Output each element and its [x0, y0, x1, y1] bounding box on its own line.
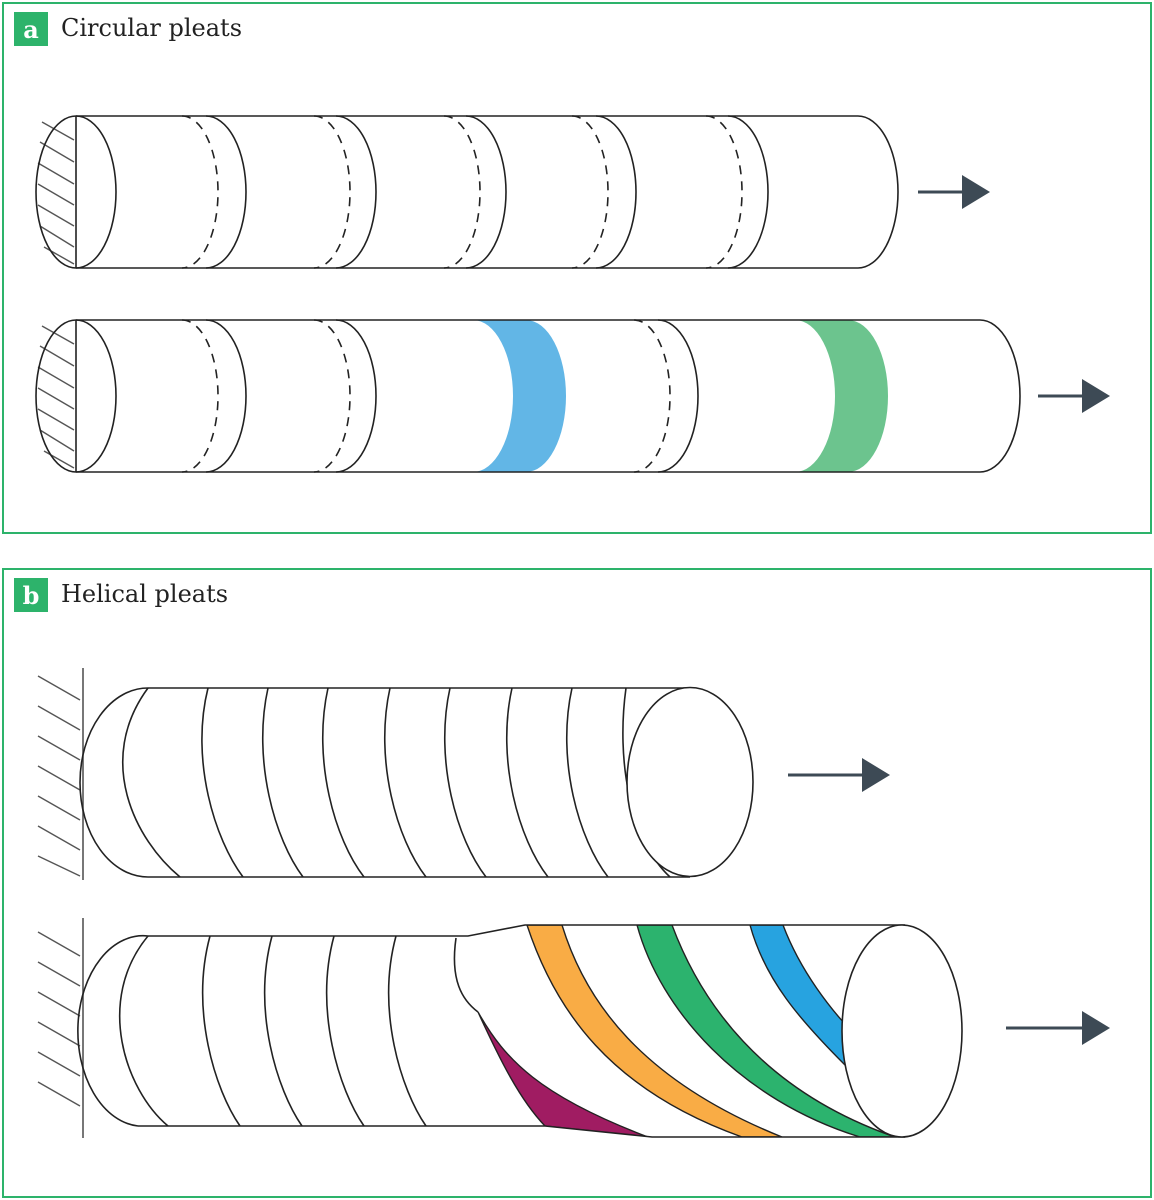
fixed-end-hatching: [37, 121, 75, 265]
helical-tube-2: [37, 918, 963, 1138]
panel-title-b: Helical pleats: [61, 580, 229, 608]
tube-end-right: [841, 924, 963, 1138]
panel-letter-b: b: [14, 578, 48, 612]
tube-end-right: [626, 686, 754, 878]
tube-outline: [76, 319, 1021, 473]
wall-hatching: [37, 675, 81, 877]
tube-outline: [76, 115, 899, 269]
circular-tube-1: [35, 115, 899, 269]
green-stretched-band: [795, 320, 888, 472]
panel-letter-a: a: [14, 12, 48, 46]
tube-end-left: [77, 934, 149, 1127]
pull-arrow-a1: [918, 175, 990, 209]
circular-tube-2: [35, 319, 1021, 473]
helical-tube-1: [37, 668, 754, 880]
panel-title-a: Circular pleats: [61, 14, 243, 42]
pleat-rings: [181, 319, 699, 473]
panel-helical-pleats: b Helical pleats: [2, 568, 1152, 1198]
pull-arrow-a2: [1038, 379, 1110, 413]
panel-circular-pleats: a Circular pleats: [2, 2, 1152, 534]
helical-pleat-lines: [118, 935, 479, 1127]
tube-bottom-outline: [138, 1125, 905, 1138]
tube-end-left: [79, 687, 149, 878]
fixed-end-hatching: [37, 325, 75, 469]
pull-arrow-b1: [788, 758, 890, 792]
wall-hatching: [37, 931, 81, 1107]
pleat-rings: [181, 115, 769, 269]
magenta-wedge: [477, 1011, 649, 1137]
green-helical-band: [636, 925, 896, 1137]
blue-stretched-band: [473, 320, 566, 472]
orange-helical-band: [526, 925, 783, 1137]
helical-pleat-lines: [122, 687, 671, 878]
tube-outline: [148, 687, 690, 878]
tube-top-outline: [148, 924, 905, 937]
pull-arrow-b2: [1006, 1011, 1110, 1045]
